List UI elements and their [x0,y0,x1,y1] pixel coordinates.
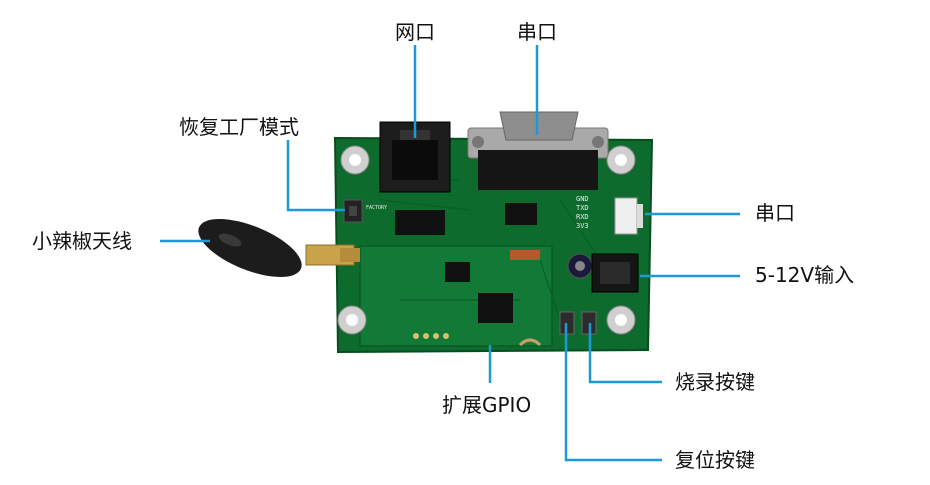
serial-header-icon [614,197,643,235]
callout-reset-button [564,323,662,462]
ic-chip [478,293,513,323]
mounting-hole-top-right [606,145,636,175]
label-serial-port-top: 串口 [517,20,557,44]
label-reset-button: 复位按键 [675,448,755,472]
module-label-strip [510,250,540,260]
label-network-port: 网口 [395,20,435,44]
label-power-input: 5-12V输入 [755,263,855,287]
wifi-module-board [359,245,553,347]
ic-chip [395,210,445,235]
ic-chip [445,262,470,282]
label-serial-port-right: 串口 [755,201,795,225]
silkscreen-rxd: RXD [576,213,589,221]
gpio-pads [413,333,449,339]
power-jack-icon [591,253,639,293]
label-gpio: 扩展GPIO [442,393,532,417]
callout-factory-reset [286,140,345,212]
mounting-hole-bottom-right [606,305,636,335]
mounting-hole-top-left [340,145,370,175]
label-factory-reset: 恢复工厂模式 [179,115,299,139]
sma-antenna-icon [198,219,360,277]
silkscreen-3v3: 3V3 [576,222,589,230]
mounting-hole-bottom-left [337,305,367,335]
silkscreen-pin-labels: GND TXD RXD 3V3 [576,195,589,231]
capacitor-icon [567,253,593,279]
silkscreen-txd: TXD [576,204,589,212]
label-antenna: 小辣椒天线 [32,229,132,253]
silkscreen-factory: FACTORY [366,205,388,211]
factory-button-icon [343,199,363,223]
label-flash-button: 烧录按键 [675,370,755,394]
ic-chip [505,203,537,225]
flex-antenna-wire [518,338,542,347]
callout-lines [160,45,740,462]
db9-serial-connector-icon [467,111,609,190]
silkscreen-gnd: GND [576,195,589,203]
callout-flash-button [588,323,662,384]
